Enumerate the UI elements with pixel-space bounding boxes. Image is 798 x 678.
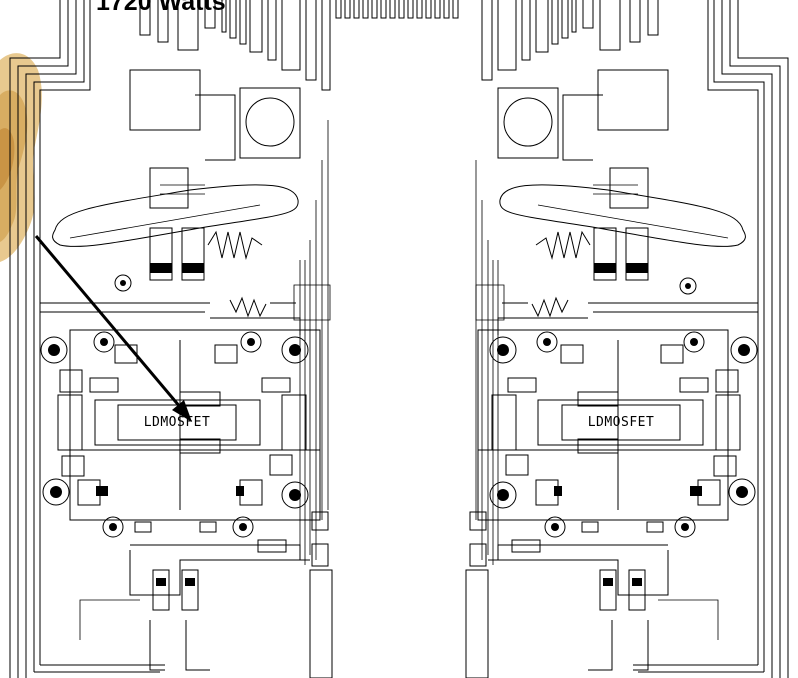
device-label-right: LDMOSFET <box>587 415 655 430</box>
right-amplifier-board <box>465 0 789 678</box>
device-label-left: LDMOSFET <box>143 415 211 430</box>
page-title: 1720 Watts <box>96 0 226 16</box>
left-amplifier-board <box>9 0 459 678</box>
pointer-arrow <box>34 235 192 422</box>
tan-decoration <box>0 53 42 262</box>
